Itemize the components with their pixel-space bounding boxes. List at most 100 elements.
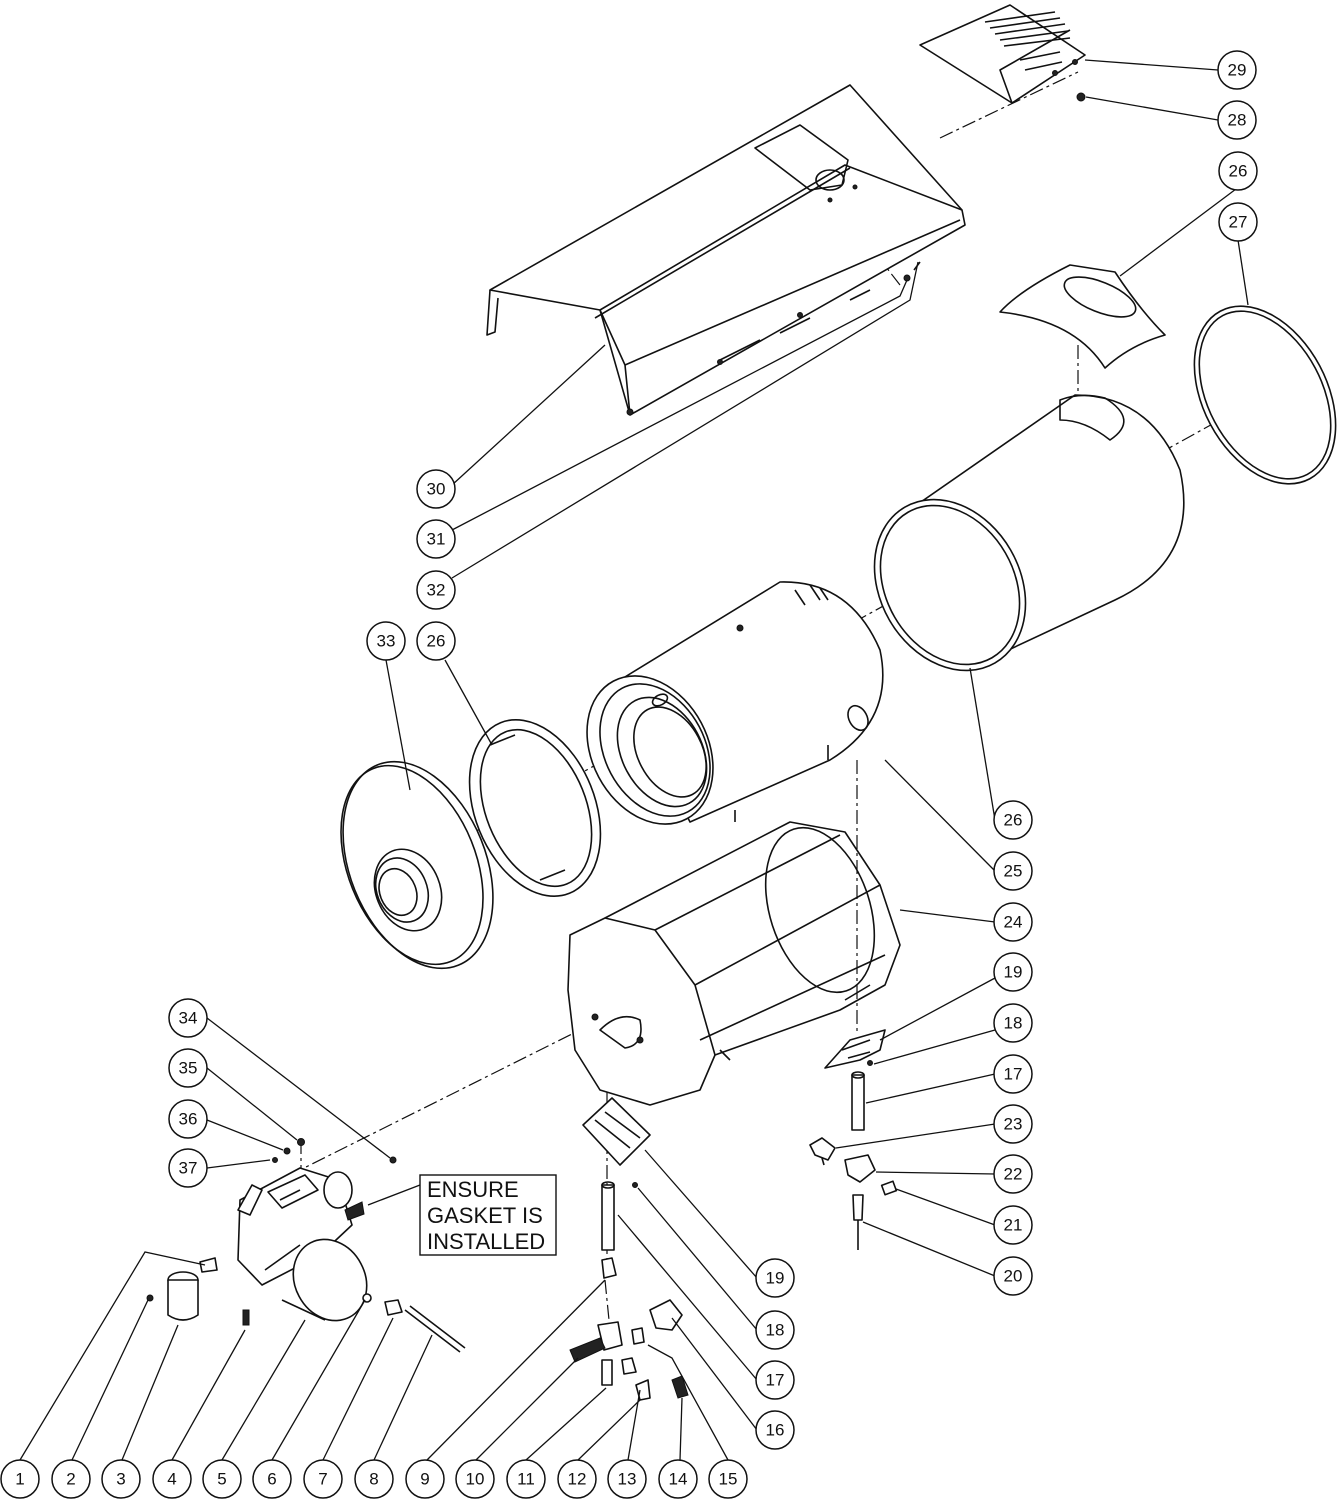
callout-28: 28 <box>1217 100 1257 140</box>
svg-text:13: 13 <box>618 1470 637 1489</box>
callout-29: 29 <box>1217 50 1257 90</box>
callout-22: 22 <box>993 1154 1033 1194</box>
svg-text:20: 20 <box>1004 1267 1023 1286</box>
svg-text:14: 14 <box>669 1470 688 1489</box>
callout-36: 36 <box>168 1099 208 1139</box>
svg-text:16: 16 <box>766 1421 785 1440</box>
note-line-1: ENSURE <box>427 1177 519 1202</box>
callout-30: 30 <box>416 469 456 509</box>
svg-text:19: 19 <box>766 1269 785 1288</box>
leader-lines <box>19 59 1249 1461</box>
svg-text:7: 7 <box>318 1470 327 1489</box>
callout-26-heat-shield: 26 <box>1218 151 1258 191</box>
svg-text:26: 26 <box>1004 811 1023 830</box>
callout-9: 9 <box>405 1459 445 1499</box>
callout-18-upper: 18 <box>993 1003 1033 1043</box>
svg-text:26: 26 <box>427 632 446 651</box>
frame-housing-part <box>567 821 901 1106</box>
svg-text:21: 21 <box>1004 1216 1023 1235</box>
svg-text:4: 4 <box>167 1470 176 1489</box>
svg-text:26: 26 <box>1229 162 1248 181</box>
filter-group <box>146 1257 466 1353</box>
callout-17-lower: 17 <box>755 1360 795 1400</box>
svg-text:5: 5 <box>217 1470 226 1489</box>
callout-4: 4 <box>152 1459 192 1499</box>
callout-17-upper: 17 <box>993 1054 1033 1094</box>
svg-text:30: 30 <box>427 480 446 499</box>
svg-text:32: 32 <box>427 581 446 600</box>
callout-7: 7 <box>303 1459 343 1499</box>
callout-32: 32 <box>416 570 456 610</box>
svg-text:35: 35 <box>179 1059 198 1078</box>
svg-text:19: 19 <box>1004 963 1023 982</box>
svg-text:37: 37 <box>179 1159 198 1178</box>
top-shroud-part <box>486 84 966 416</box>
motor-housing-group <box>237 1138 397 1322</box>
callout-18-lower: 18 <box>755 1310 795 1350</box>
callout-5: 5 <box>202 1459 242 1499</box>
svg-text:33: 33 <box>377 632 396 651</box>
callout-2: 2 <box>51 1459 91 1499</box>
callout-16: 16 <box>755 1410 795 1450</box>
callout-19-lower: 19 <box>755 1258 795 1298</box>
heat-shield-upper-part <box>999 264 1166 369</box>
exhaust-grille-part <box>919 4 1086 104</box>
callout-3: 3 <box>101 1459 141 1499</box>
note-line-3: INSTALLED <box>427 1229 545 1254</box>
callout-26-outer-shell: 26 <box>993 800 1033 840</box>
svg-text:36: 36 <box>179 1110 198 1129</box>
svg-text:22: 22 <box>1004 1165 1023 1184</box>
svg-text:15: 15 <box>719 1470 738 1489</box>
callout-12: 12 <box>557 1459 597 1499</box>
note-line-2: GASKET IS <box>427 1203 543 1228</box>
callout-14: 14 <box>658 1459 698 1499</box>
callout-34: 34 <box>168 998 208 1038</box>
burner-plate-part <box>340 760 494 970</box>
svg-text:28: 28 <box>1228 111 1247 130</box>
svg-text:1: 1 <box>15 1470 24 1489</box>
outer-shell-part <box>873 394 1185 672</box>
callout-37: 37 <box>168 1148 208 1188</box>
callout-1: 1 <box>0 1459 40 1499</box>
callout-8: 8 <box>354 1459 394 1499</box>
svg-text:18: 18 <box>1004 1014 1023 1033</box>
center-bracket-group <box>582 1097 651 1251</box>
callout-19-upper: 19 <box>993 952 1033 992</box>
callout-6: 6 <box>252 1459 292 1499</box>
svg-text:8: 8 <box>369 1470 378 1489</box>
right-igniter-group <box>809 1029 898 1250</box>
callout-27: 27 <box>1218 202 1258 242</box>
callout-15: 15 <box>708 1459 748 1499</box>
svg-text:18: 18 <box>766 1321 785 1340</box>
callout-26-gasket: 26 <box>416 621 456 661</box>
svg-text:31: 31 <box>427 530 446 549</box>
callout-20: 20 <box>993 1256 1033 1296</box>
svg-text:23: 23 <box>1004 1115 1023 1134</box>
callout-23: 23 <box>993 1104 1033 1144</box>
callout-33: 33 <box>366 621 406 661</box>
svg-text:17: 17 <box>766 1371 785 1390</box>
callout-25: 25 <box>993 851 1033 891</box>
combustion-chamber-part <box>586 581 884 825</box>
svg-text:12: 12 <box>568 1470 587 1489</box>
svg-text:17: 17 <box>1004 1065 1023 1084</box>
svg-text:11: 11 <box>517 1470 535 1489</box>
svg-text:3: 3 <box>116 1470 125 1489</box>
svg-text:25: 25 <box>1004 862 1023 881</box>
callout-13: 13 <box>607 1459 647 1499</box>
svg-text:9: 9 <box>420 1470 429 1489</box>
gasket-note: ENSURE GASKET IS INSTALLED <box>367 1174 557 1256</box>
callout-31: 31 <box>416 519 456 559</box>
svg-text:6: 6 <box>267 1470 276 1489</box>
callout-10: 10 <box>455 1459 495 1499</box>
callout-35: 35 <box>168 1048 208 1088</box>
callout-11: 11 <box>506 1459 546 1499</box>
svg-text:27: 27 <box>1229 213 1248 232</box>
fuel-manifold-group <box>569 1257 689 1401</box>
grille-screw-part <box>1076 92 1086 102</box>
svg-text:2: 2 <box>66 1470 75 1489</box>
callout-21: 21 <box>993 1205 1033 1245</box>
svg-text:34: 34 <box>179 1009 198 1028</box>
svg-text:29: 29 <box>1228 61 1247 80</box>
